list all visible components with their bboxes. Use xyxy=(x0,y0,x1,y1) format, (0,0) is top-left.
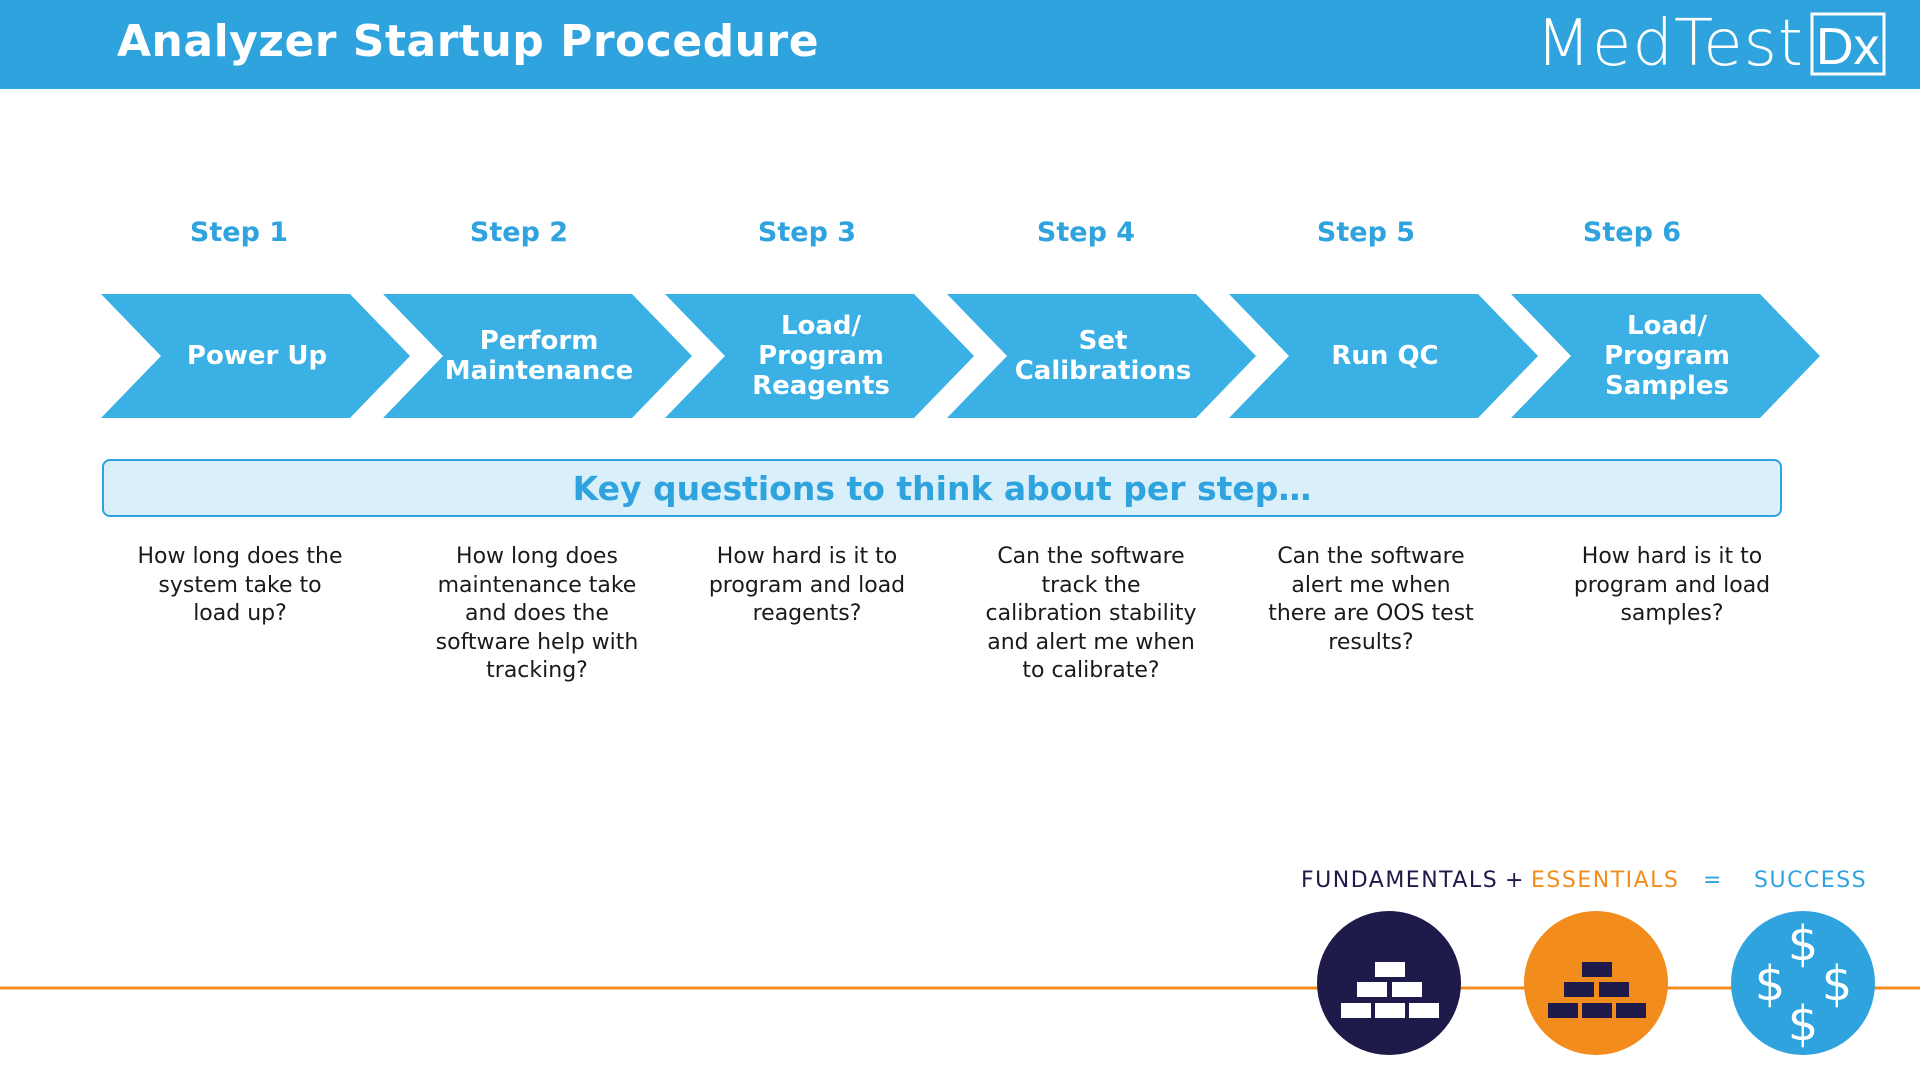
banner-text: Key questions to think about per step… xyxy=(572,468,1312,508)
svg-text:$: $ xyxy=(1788,996,1819,1052)
bricks-icon xyxy=(1548,962,1646,1018)
question-step-2: How long does maintenance take and does … xyxy=(435,544,639,683)
step-label-2: Step 2 xyxy=(469,217,569,248)
essentials-circle xyxy=(1524,911,1668,1055)
chevron-label-2: Perform Maintenance xyxy=(444,326,634,386)
question-step-1: How long does the system take to load up… xyxy=(137,544,343,626)
dollar-signs-icon: $ $ $ $ xyxy=(1755,916,1853,1052)
chevron-label-4: Set Calibrations xyxy=(1014,326,1192,386)
step-label-1: Step 1 xyxy=(189,217,289,248)
question-step-4: Can the software track the calibration s… xyxy=(985,544,1197,683)
chevron-label-3: Load/ Program Reagents xyxy=(752,311,890,401)
page-title: Analyzer Startup Procedure xyxy=(117,16,820,67)
chevron-label-1: Power Up xyxy=(186,341,328,371)
svg-text:$: $ xyxy=(1822,956,1853,1012)
logo-mark-text: Dx xyxy=(1816,18,1880,76)
question-step-3: How hard is it to program and load reage… xyxy=(708,544,906,626)
step-label-4: Step 4 xyxy=(1036,217,1136,248)
bricks-icon xyxy=(1341,962,1439,1018)
formula-success: SUCCESS xyxy=(1754,868,1868,893)
logo-text: MedTest xyxy=(1535,7,1804,81)
fundamentals-circle xyxy=(1317,911,1461,1055)
step-label-5: Step 5 xyxy=(1316,217,1416,248)
formula-plus: + xyxy=(1505,868,1525,893)
chevron-label-6: Load/ Program Samples xyxy=(1604,311,1730,401)
formula-fundamentals: FUNDAMENTALS xyxy=(1301,868,1499,893)
step-label-3: Step 3 xyxy=(757,217,857,248)
question-step-6: How hard is it to program and load sampl… xyxy=(1573,544,1771,626)
medtest-logo: MedTest Dx xyxy=(1536,8,1886,80)
header-bar: Analyzer Startup Procedure MedTest Dx xyxy=(0,0,1920,89)
formula-essentials: ESSENTIALS xyxy=(1531,868,1680,893)
key-questions-banner: Key questions to think about per step… xyxy=(102,459,1782,517)
svg-text:$: $ xyxy=(1755,956,1786,1012)
question-step-5: Can the software alert me when there are… xyxy=(1268,544,1474,655)
dx-logo-icon: Dx xyxy=(1810,12,1886,76)
svg-text:$: $ xyxy=(1788,916,1819,972)
success-circle: $ $ $ $ xyxy=(1731,911,1875,1055)
step-label-6: Step 6 xyxy=(1582,217,1682,248)
chevron-label-5: Run QC xyxy=(1331,341,1439,371)
formula-equals: = xyxy=(1703,868,1723,893)
